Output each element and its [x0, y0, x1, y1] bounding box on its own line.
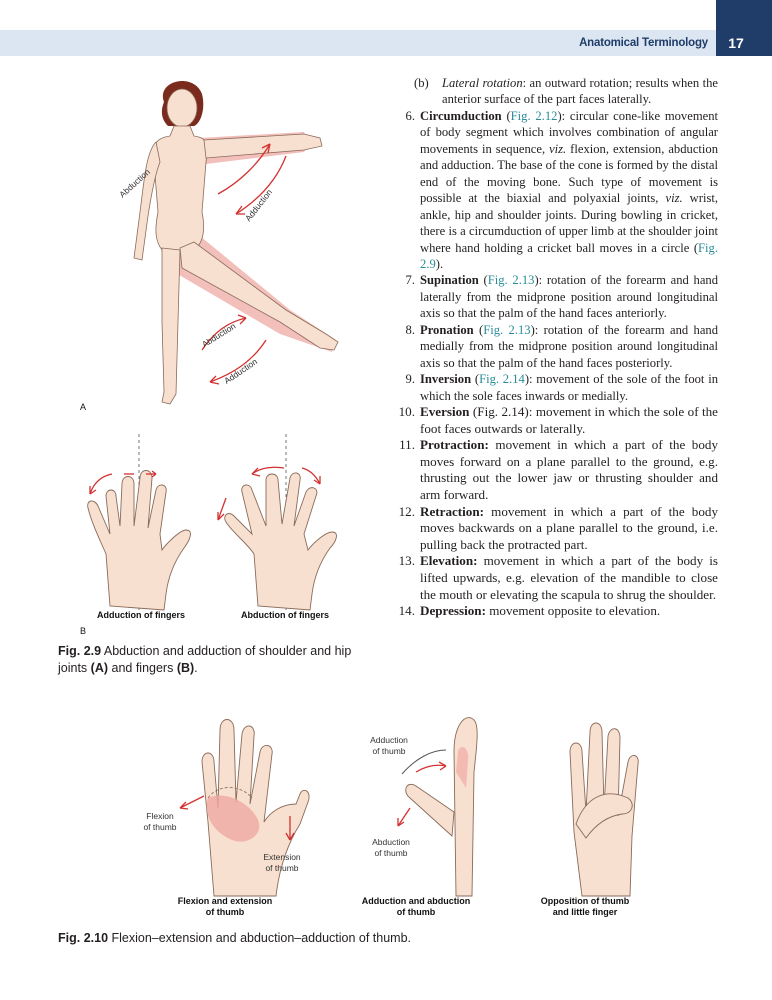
- abduction-hand: [217, 434, 337, 611]
- adduction-of-fingers-label: Adduction of fingers: [97, 610, 185, 620]
- list-text: flexion, extension, abduction and adduct…: [420, 141, 718, 206]
- term-heading: Elevation:: [420, 553, 478, 569]
- hanging-arm: [133, 141, 161, 261]
- list-item: 11. Protraction: movement in which a part…: [396, 437, 718, 503]
- list-text: ): rotation of the forearm and hand medi…: [420, 322, 719, 370]
- leg-adduction-arrow: [209, 339, 267, 383]
- running-header-bar: [0, 30, 716, 56]
- list-item-number: 13.: [398, 553, 415, 569]
- list-item-number: 12.: [398, 503, 415, 519]
- thumb-flexion-hand: [179, 719, 310, 897]
- list-item-number: 7.: [405, 273, 415, 288]
- abduction-of-thumb-label: Abduction of thumb: [372, 837, 410, 858]
- list-text: viz.: [665, 191, 683, 206]
- figure-reference-link[interactable]: Fig. 2.12: [510, 108, 558, 123]
- list-item: 13. Elevation: movement in which a part o…: [396, 553, 718, 603]
- arm-abduction-arrow: [217, 143, 271, 195]
- panel-letter-b: B: [80, 626, 87, 636]
- list-text: wrist, ankle, hip and shoulder joints. D…: [420, 191, 718, 255]
- figure-reference-link[interactable]: Fig. 2.14: [479, 372, 525, 387]
- list-item-number: (b): [414, 76, 429, 90]
- page-number-tab: [716, 0, 772, 56]
- thumb-abduction-hand: [397, 717, 478, 897]
- list-text: (: [478, 273, 488, 288]
- term-heading: Protraction:: [420, 437, 489, 453]
- fig-2-9-caption-end: .: [194, 661, 198, 675]
- fig-2-9-caption-a: (A): [90, 661, 109, 675]
- list-text: ): circular cone-like movement of body s…: [420, 108, 718, 156]
- leg-abduction-arrow: [201, 317, 247, 351]
- page-number: 17: [728, 35, 744, 51]
- term-heading: Circumduction: [420, 108, 502, 123]
- opposition-label: Opposition of thumb and little finger: [540, 896, 630, 917]
- list-text: movement in which a part of the body mov…: [420, 503, 718, 552]
- list-item: 9. Inversion (Fig. 2.14): movement of the…: [396, 371, 718, 404]
- term-heading: Depression:: [420, 603, 486, 619]
- figure-reference-link[interactable]: Fig. 2.13: [483, 322, 531, 337]
- list-text: ).: [435, 256, 444, 271]
- list-item-number: 6.: [405, 108, 415, 123]
- term-heading: Inversion: [420, 372, 472, 387]
- thumb-movements-figure: [179, 717, 639, 897]
- fig-2-9-caption: Fig. 2.9 Abduction and adduction of shou…: [58, 643, 378, 677]
- running-header-title: Anatomical Terminology: [579, 37, 708, 49]
- adduction-abduction-label: Adduction and abduction of thumb: [361, 896, 471, 917]
- adduction-of-thumb-label: Adduction of thumb: [370, 735, 408, 756]
- list-text: (: [501, 108, 511, 123]
- torso: [153, 125, 208, 251]
- list-item-number: 10.: [398, 404, 415, 420]
- list-text: : an outward rotation; results when the …: [442, 76, 718, 107]
- fig-2-9-caption-b: (B): [176, 661, 195, 675]
- list-item: 7. Supination (Fig. 2.13): rotation of th…: [396, 272, 718, 321]
- term-heading: Retraction:: [420, 503, 484, 519]
- list-text: (: [473, 322, 484, 337]
- fig-2-10-caption: Fig. 2.10 Flexion–extension and abductio…: [58, 930, 558, 947]
- list-text: (Fig. 2.14): movement in which the sole …: [420, 404, 718, 436]
- body-abduction-figure: [133, 80, 339, 405]
- list-text: Lateral rotation: [442, 76, 523, 90]
- term-heading: Pronation: [420, 322, 474, 337]
- list-item-number: 14.: [398, 603, 415, 619]
- term-heading: Eversion: [420, 404, 470, 420]
- list-text: movement in which a part of the body is …: [420, 553, 718, 602]
- list-item: (b) Lateral rotation: an outward rotation…: [396, 75, 718, 108]
- arm-adduction-arrow: [235, 155, 287, 215]
- movement-list: (b) Lateral rotation: an outward rotation…: [396, 75, 718, 620]
- flexion-extension-label: Flexion and extension of thumb: [177, 896, 273, 917]
- abducted-leg: [179, 241, 339, 351]
- term-heading: Supination: [420, 273, 479, 288]
- fig-2-10-caption-text: Flexion–extension and abduction–adductio…: [108, 931, 412, 945]
- figure-reference-link[interactable]: Fig. 2.9: [420, 240, 718, 271]
- list-item-number: 11.: [399, 437, 415, 453]
- raised-arm: [203, 133, 323, 159]
- flexion-of-thumb-label: Flexion of thumb: [143, 811, 177, 832]
- abduction-of-fingers-label: Abduction of fingers: [241, 610, 329, 620]
- list-item: 12. Retraction: movement in which a part …: [396, 504, 718, 554]
- list-item: 14. Depression: movement opposite to elev…: [396, 603, 718, 620]
- figure-reference-link[interactable]: Fig. 2.13: [487, 273, 535, 288]
- standing-leg: [161, 247, 181, 405]
- list-text: ): rotation of the forearm and hand late…: [420, 273, 719, 321]
- panel-letter-a: A: [80, 402, 87, 412]
- list-text: viz.: [549, 141, 567, 156]
- list-item: 6. Circumduction (Fig. 2.12): circular co…: [396, 108, 718, 273]
- list-item: 10. Eversion (Fig. 2.14): movement in whi…: [396, 404, 718, 437]
- fig-2-9-caption-and: and fingers: [108, 661, 177, 675]
- list-item-number: 8.: [405, 322, 415, 337]
- finger-hands-figure: [87, 434, 337, 611]
- list-text: movement opposite to elevation.: [485, 603, 661, 619]
- list-text: movement in which a part of the body mov…: [420, 437, 718, 503]
- extension-of-thumb-label: Extension of thumb: [263, 852, 301, 873]
- fig-2-9-caption-id: Fig. 2.9: [58, 644, 102, 658]
- list-text: (: [471, 372, 480, 387]
- list-text: ): movement of the sole of the foot in w…: [420, 372, 718, 403]
- fig-2-10-caption-id: Fig. 2.10: [58, 931, 109, 945]
- head: [166, 88, 198, 128]
- adduction-hand: [87, 434, 191, 611]
- thumb-opposition-hand: [569, 722, 639, 897]
- list-item: 8. Pronation (Fig. 2.13): rotation of the…: [396, 322, 718, 371]
- list-item-number: 9.: [405, 372, 415, 387]
- fig-2-9-caption-text: Abduction and adduction of shoulder and …: [58, 644, 352, 675]
